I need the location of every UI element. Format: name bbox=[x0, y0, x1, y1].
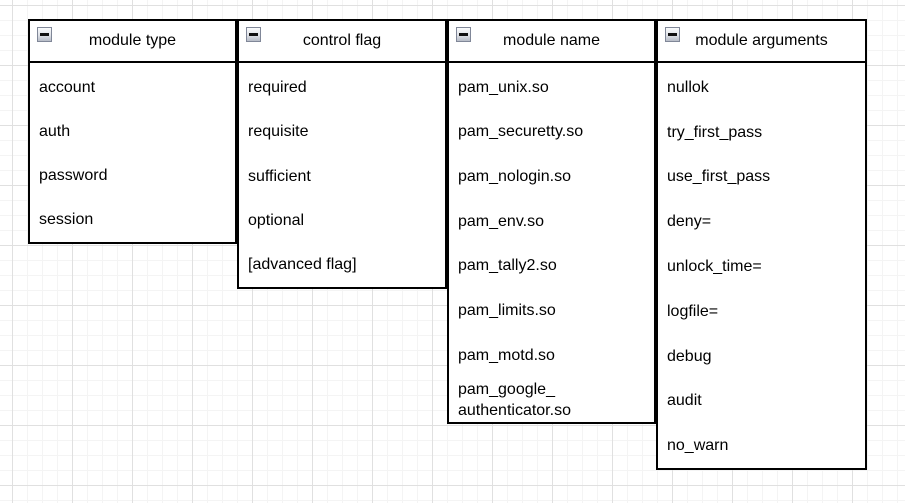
collapse-minus-icon[interactable] bbox=[665, 27, 680, 42]
list-title: module name bbox=[503, 32, 600, 49]
list-item-label: audit bbox=[667, 392, 702, 410]
list-item-label: pam_motd.so bbox=[458, 346, 555, 364]
list-title: module type bbox=[88, 32, 177, 49]
list-item[interactable]: pam_unix.so bbox=[449, 65, 654, 110]
list-item[interactable]: pam_google_ authenticator.so bbox=[449, 377, 654, 422]
list-item[interactable]: auth bbox=[30, 109, 235, 153]
list-item-label: pam_google_ authenticator.so bbox=[458, 380, 571, 419]
list-body: required requisite sufficient optional [adva… bbox=[239, 63, 445, 287]
list-item[interactable]: pam_env.so bbox=[449, 199, 654, 244]
list-title: control flag bbox=[302, 32, 382, 49]
list-item[interactable]: try_first_pass bbox=[658, 110, 865, 155]
list-item-label: no_warn bbox=[667, 437, 729, 455]
list-item-label: logfile= bbox=[667, 302, 719, 320]
list-item[interactable]: audit bbox=[658, 378, 865, 423]
list-item-label: account bbox=[39, 78, 96, 96]
list-title: module arguments bbox=[695, 32, 828, 49]
list-box-module-type[interactable]: module type account auth password session bbox=[28, 19, 237, 244]
list-item[interactable]: pam_tally2.so bbox=[449, 244, 654, 289]
list-item[interactable]: sufficient bbox=[239, 154, 445, 198]
list-item-label: pam_securetty.so bbox=[458, 123, 584, 141]
list-item-label: nullok bbox=[667, 78, 709, 96]
list-body: account auth password session bbox=[30, 63, 235, 242]
list-item[interactable]: required bbox=[239, 65, 445, 109]
collapse-minus-icon[interactable] bbox=[456, 27, 471, 42]
list-item[interactable]: unlock_time= bbox=[658, 244, 865, 289]
list-item[interactable]: deny= bbox=[658, 199, 865, 244]
list-item-label: pam_limits.so bbox=[458, 301, 556, 319]
list-item-label: sufficient bbox=[248, 167, 311, 185]
list-item-label: pam_unix.so bbox=[458, 78, 549, 96]
collapse-minus-icon[interactable] bbox=[246, 27, 261, 42]
list-item-label: required bbox=[248, 78, 307, 96]
list-item[interactable]: [advanced flag] bbox=[239, 243, 445, 287]
list-item-label: password bbox=[39, 167, 108, 185]
list-item[interactable]: use_first_pass bbox=[658, 155, 865, 200]
list-item-label: auth bbox=[39, 122, 71, 140]
minus-glyph bbox=[249, 33, 258, 36]
list-header[interactable]: control flag bbox=[239, 21, 445, 63]
list-item[interactable]: requisite bbox=[239, 109, 445, 153]
list-item-label: optional bbox=[248, 211, 305, 229]
list-body: pam_unix.so pam_securetty.so pam_nologin.s… bbox=[449, 63, 654, 422]
list-item[interactable]: logfile= bbox=[658, 289, 865, 334]
list-item[interactable]: debug bbox=[658, 334, 865, 379]
minus-glyph bbox=[668, 33, 677, 36]
list-item[interactable]: pam_securetty.so bbox=[449, 110, 654, 155]
list-item-label: requisite bbox=[248, 123, 309, 141]
list-item-label: pam_tally2.so bbox=[458, 257, 557, 275]
collapse-minus-icon[interactable] bbox=[37, 27, 52, 42]
list-item[interactable]: password bbox=[30, 154, 235, 198]
list-item[interactable]: nullok bbox=[658, 65, 865, 110]
list-item[interactable]: pam_limits.so bbox=[449, 288, 654, 333]
list-item[interactable]: no_warn bbox=[658, 423, 865, 468]
list-body: nullok try_first_pass use_first_pass deny= u… bbox=[658, 63, 865, 468]
list-box-control-flag[interactable]: control flag required requisite sufficient… bbox=[237, 19, 447, 289]
list-item-label: session bbox=[39, 211, 94, 229]
minus-glyph bbox=[459, 33, 468, 36]
list-header[interactable]: module arguments bbox=[658, 21, 865, 63]
list-item-label: unlock_time= bbox=[667, 258, 762, 276]
list-item[interactable]: pam_motd.so bbox=[449, 333, 654, 378]
list-item[interactable]: pam_nologin.so bbox=[449, 154, 654, 199]
list-item-label: deny= bbox=[667, 213, 712, 231]
list-item-label: pam_nologin.so bbox=[458, 168, 571, 186]
list-item-label: debug bbox=[667, 347, 712, 365]
minus-glyph bbox=[40, 33, 49, 36]
list-item-label: use_first_pass bbox=[667, 168, 771, 186]
list-item-label: pam_env.so bbox=[458, 212, 544, 230]
list-item[interactable]: optional bbox=[239, 198, 445, 242]
list-header[interactable]: module name bbox=[449, 21, 654, 63]
list-item[interactable]: account bbox=[30, 65, 235, 109]
list-item-label: [advanced flag] bbox=[248, 256, 357, 274]
list-header[interactable]: module type bbox=[30, 21, 235, 63]
list-item[interactable]: session bbox=[30, 198, 235, 242]
list-item-label: try_first_pass bbox=[667, 123, 763, 141]
